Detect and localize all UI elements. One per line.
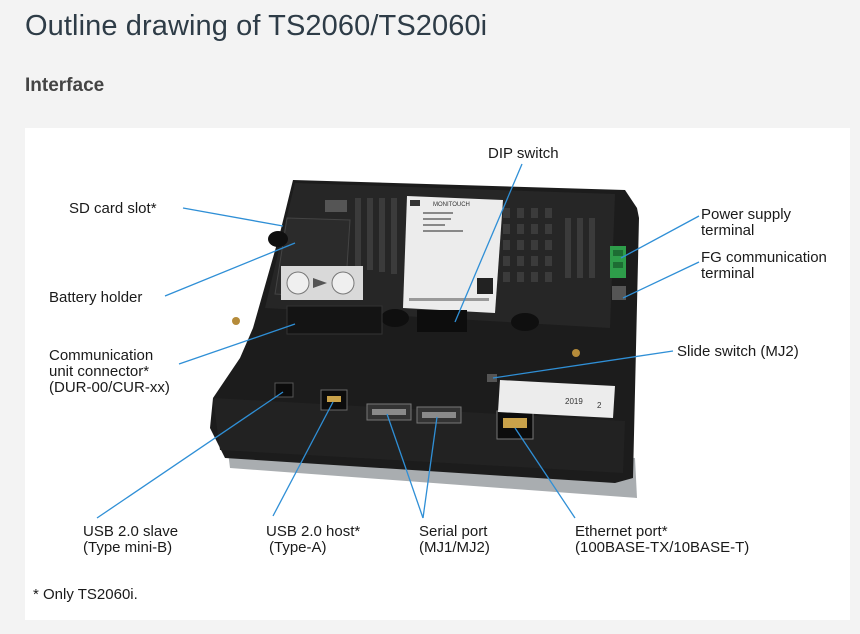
interface-figure: MONITOUCH [25,128,850,620]
sticker-year-text: 2019 [565,397,583,406]
leader-serial-mj1 [386,413,424,519]
screw-icon [232,317,240,325]
battery-circle-icon-left [286,271,310,295]
product-label: MONITOUCH [403,196,503,313]
label-ethernet-line2: (100BASE-TX/10BASE-T) [575,539,749,556]
leader-lines [96,163,700,519]
label-usb-slave-line2: (Type mini-B) [83,539,172,556]
qr-code [477,278,493,294]
page-title: Outline drawing of TS2060/TS2060i [25,10,488,42]
label-serial-line1: Serial port [419,523,488,540]
label-usb-host-line1: USB 2.0 host* [266,523,360,540]
section-heading: Interface [25,75,105,96]
battery-circle-icon-right [331,271,355,295]
sticker-digit-text: 2 [597,401,602,410]
brand-label-text: MONITOUCH [433,202,470,208]
arrow-right-icon [313,278,327,288]
fg-communication-terminal [612,286,626,300]
footnote: * Only TS2060i. [33,586,138,603]
leader-communication-unit [178,323,296,365]
leader-fg-terminal [622,261,700,299]
label-comm-unit-line1: Communication [49,347,153,364]
slide-switch [487,374,497,382]
leader-serial-mj2 [422,416,438,519]
leader-sd-card-slot [182,207,284,227]
label-fg-line2: terminal [701,265,754,282]
vent-grille-right [503,208,595,282]
label-power-line1: Power supply [701,206,792,223]
label-comm-unit-line2: unit connector* [49,363,149,380]
mount-hole-left [381,309,409,327]
leader-dip-switch [454,163,523,323]
leader-usb-slave [96,391,284,519]
label-serial-line2: (MJ1/MJ2) [419,539,490,556]
vent-grille-left [355,198,397,274]
serial-sticker [498,380,615,418]
label-fg-line1: FG communication [701,249,827,266]
device-illustration: MONITOUCH [49,145,827,556]
usb-slave-port [274,382,294,398]
leader-slide-switch [492,350,674,379]
label-dip-switch: DIP switch [488,145,559,162]
leader-power-supply [620,215,700,259]
mount-hole-top-left [268,231,288,247]
label-ethernet-line1: Ethernet port* [575,523,668,540]
label-battery-holder: Battery holder [49,289,142,306]
dip-switch [417,310,467,332]
label-power-line2: terminal [701,222,754,239]
label-usb-slave-line1: USB 2.0 slave [83,523,178,540]
mount-hole-right [511,313,539,331]
communication-unit-connector [286,305,383,335]
leader-ethernet [514,427,576,519]
leader-usb-host [272,401,334,517]
label-sd-card-slot: SD card slot* [69,200,157,217]
label-usb-host-line2: (Type-A) [269,539,327,556]
screw-icon [572,349,580,357]
sd-card-slot-cover [325,200,347,212]
label-slide-switch: Slide switch (MJ2) [677,343,799,360]
leader-battery-holder [164,242,296,297]
label-comm-unit-line3: (DUR-00/CUR-xx) [49,379,170,396]
